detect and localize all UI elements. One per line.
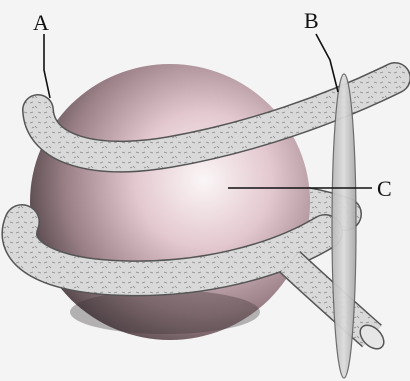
label-b-leader <box>316 34 338 92</box>
linker-histone-disc <box>332 74 356 378</box>
label-b: B <box>304 8 319 33</box>
label-a-leader <box>44 34 50 98</box>
label-a: A <box>33 10 49 35</box>
label-c: C <box>377 176 392 201</box>
